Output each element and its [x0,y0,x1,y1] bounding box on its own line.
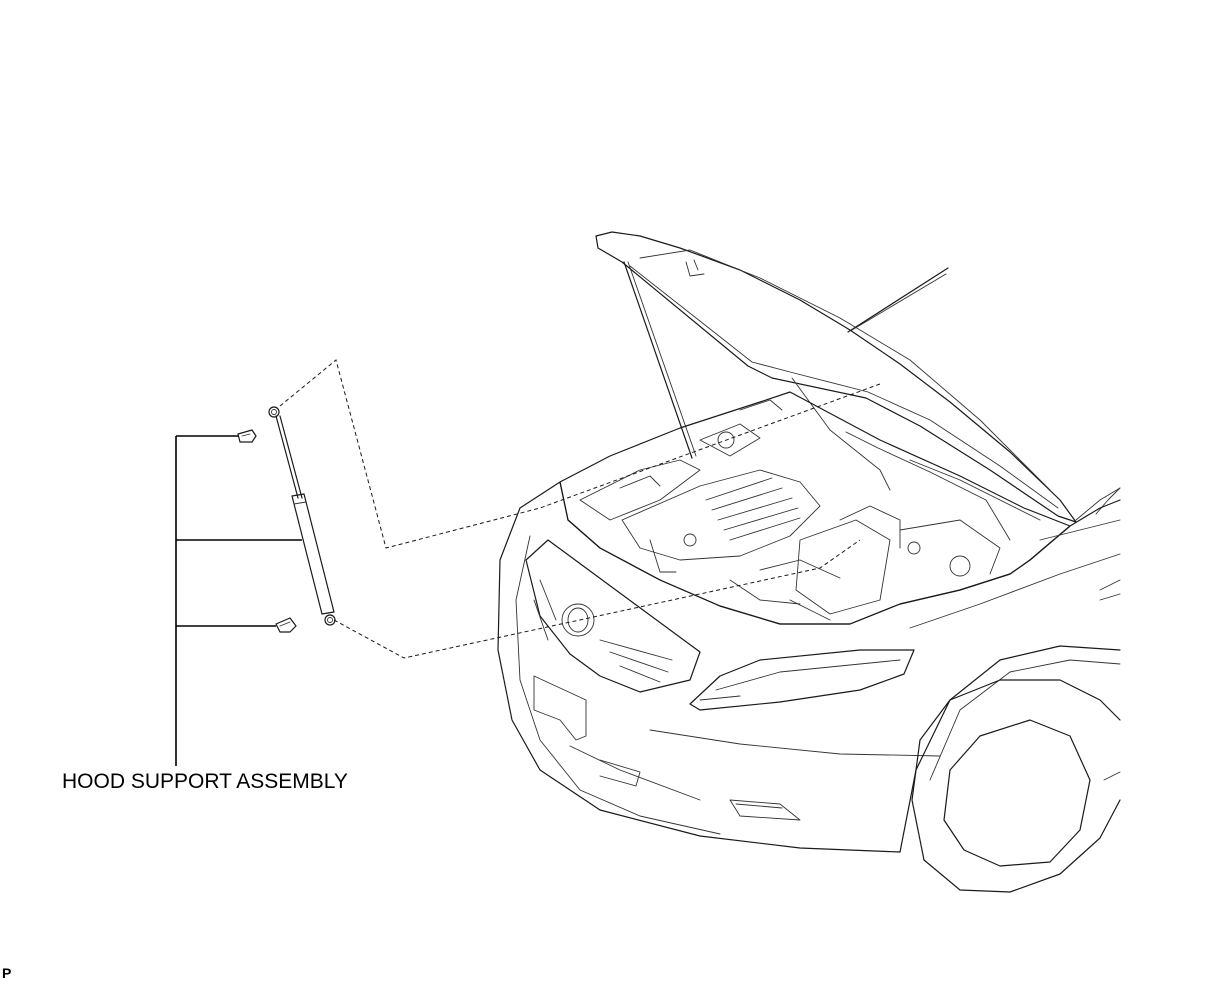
vehicle-front-illustration [497,231,1121,893]
engine-cover [621,469,821,561]
hood-panel [595,231,1077,523]
corner-mark: P [2,965,12,981]
emblem [561,603,595,637]
front-tire [911,679,1121,861]
hood-prop-rod [623,261,693,459]
callout-leader [175,435,302,766]
callout-hood-support-assembly: HOOD SUPPORT ASSEMBLY [62,770,348,793]
license-plate [533,675,587,741]
front-body [519,481,1121,625]
projection-lines [279,359,881,659]
headlight [689,649,915,711]
engine-bay [559,391,1071,625]
hood-support-part [268,406,336,626]
grille [525,539,701,693]
wheel-rim [943,719,1091,867]
wheel-arch [899,645,1121,853]
upper-clip [237,429,257,443]
lower-clip [275,617,297,633]
